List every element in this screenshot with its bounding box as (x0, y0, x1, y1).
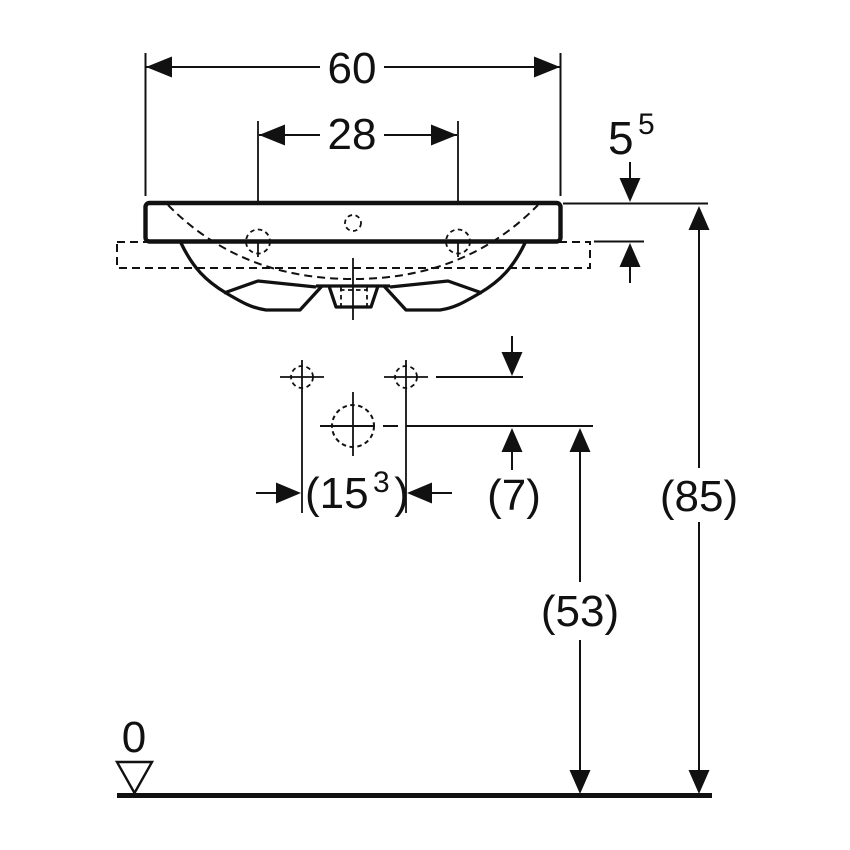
bowl-ridge-left (223, 279, 317, 295)
dim-label-fixing-hole-spacing: (15 3 ) (305, 466, 409, 518)
dimension-outlet-height: (53) (541, 428, 619, 794)
arrowhead-right-icon (534, 56, 560, 78)
arrowhead-right-icon (431, 124, 457, 146)
dimension-overall-width: 60 (144, 44, 562, 196)
basin-body (143, 200, 563, 244)
dim-label-overall-width: 60 (328, 44, 377, 93)
bowl-underside-right (382, 242, 527, 312)
overflow-hole (344, 214, 362, 232)
bowl-ridge-right (389, 279, 483, 295)
datum-triangle-icon (114, 760, 155, 796)
tap-hole-left (238, 228, 278, 255)
dimension-tap-hole-spacing: 28 (257, 110, 459, 257)
arrowhead-down-icon (619, 178, 641, 202)
dim-label-overall-height: (85) (660, 472, 738, 521)
fixing-hole-left (280, 360, 324, 513)
arrowhead-up-icon (569, 428, 591, 452)
dimension-overall-height: (85) (660, 206, 738, 794)
arrowhead-right-icon (276, 482, 301, 504)
dimension-outlet-offset: (7) (436, 336, 541, 520)
datum-label: 0 (122, 713, 146, 762)
arrowhead-down-icon (688, 770, 710, 794)
arrowhead-up-icon (501, 428, 523, 452)
dim-label-rim-thickness: 5 5 (608, 108, 655, 164)
arrowhead-down-icon (569, 770, 591, 794)
outlet-hole (320, 392, 593, 456)
arrowhead-left-icon (407, 482, 432, 504)
bowl-underside-left (179, 242, 324, 312)
dim-label-tap-hole-spacing: 28 (328, 110, 377, 159)
datum-marker: 0 (114, 713, 155, 796)
dim-label-outlet-offset: (7) (487, 471, 541, 520)
arrowhead-left-icon (259, 124, 285, 146)
fixing-hole-right (384, 360, 428, 513)
arrowhead-down-icon (501, 352, 523, 376)
dimension-rim-thickness: 5 5 (563, 108, 708, 283)
arrowhead-left-icon (146, 56, 172, 78)
bowl-hidden-curve (167, 204, 539, 281)
arrowhead-up-icon (688, 206, 710, 230)
dimension-fixing-hole-spacing: (15 3 ) (256, 466, 452, 518)
dim-label-outlet-height: (53) (541, 587, 619, 636)
tap-hole-right (438, 228, 478, 255)
washbasin-front-view (116, 200, 591, 320)
arrowhead-up-icon (619, 243, 641, 267)
